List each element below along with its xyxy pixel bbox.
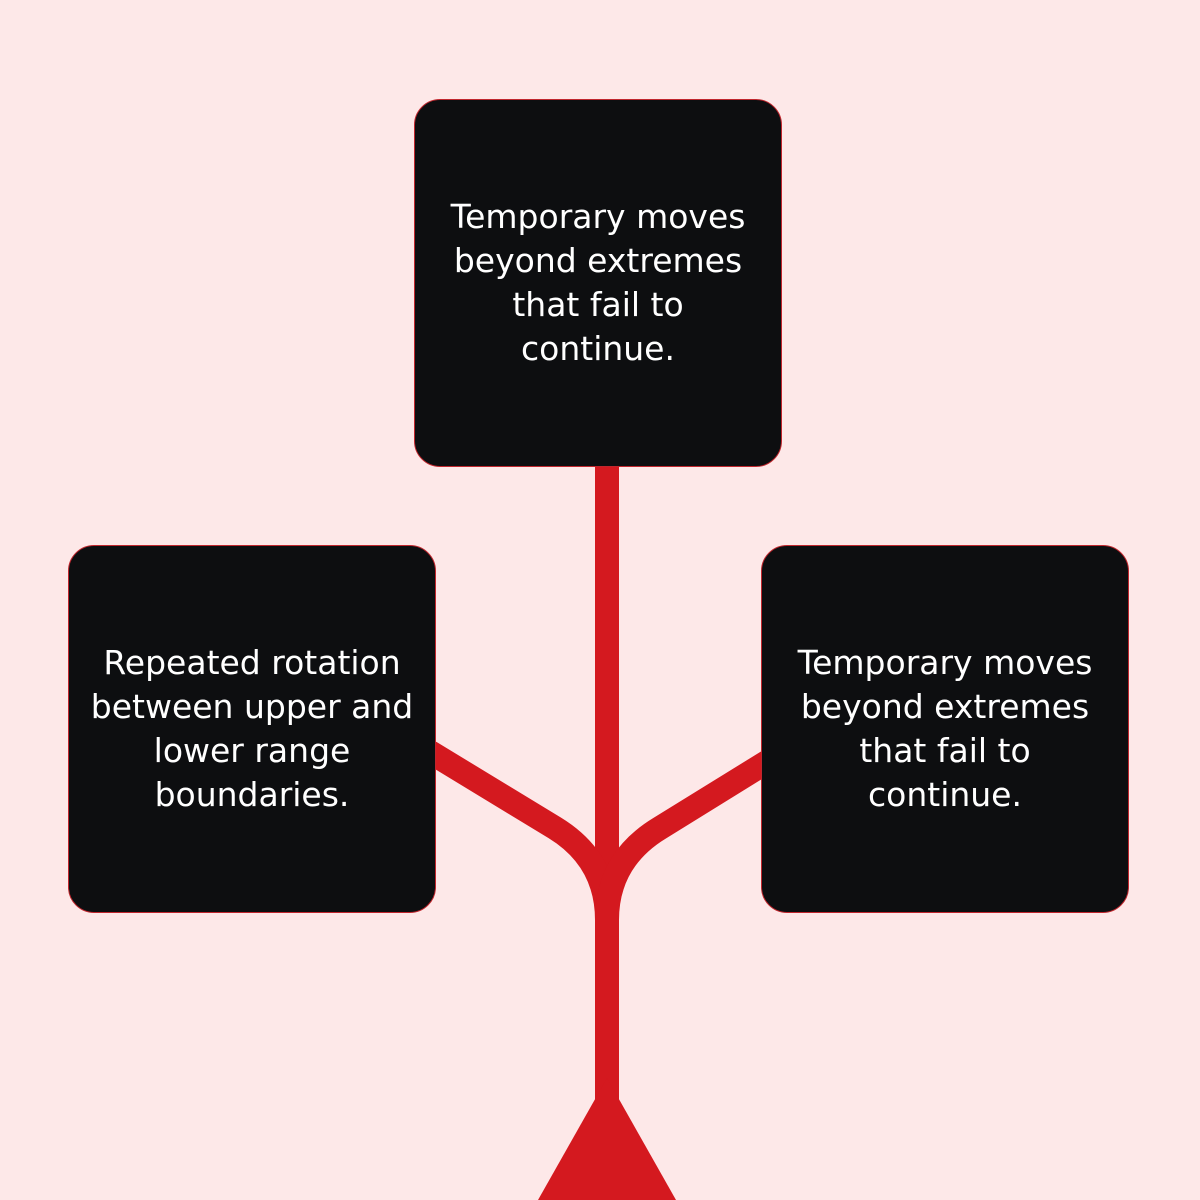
- top-box-text: Temporary moves beyond extremes that fai…: [450, 197, 746, 368]
- left-box-text: Repeated rotation between upper and lowe…: [90, 643, 414, 814]
- top-box: Temporary moves beyond extremes that fai…: [414, 99, 782, 467]
- right-branch: [595, 749, 777, 921]
- right-box: Temporary moves beyond extremes that fai…: [761, 545, 1129, 913]
- base-triangle: [538, 1078, 676, 1200]
- right-box-text: Temporary moves beyond extremes that fai…: [797, 643, 1093, 814]
- left-box: Repeated rotation between upper and lowe…: [68, 545, 436, 913]
- left-branch: [423, 741, 619, 921]
